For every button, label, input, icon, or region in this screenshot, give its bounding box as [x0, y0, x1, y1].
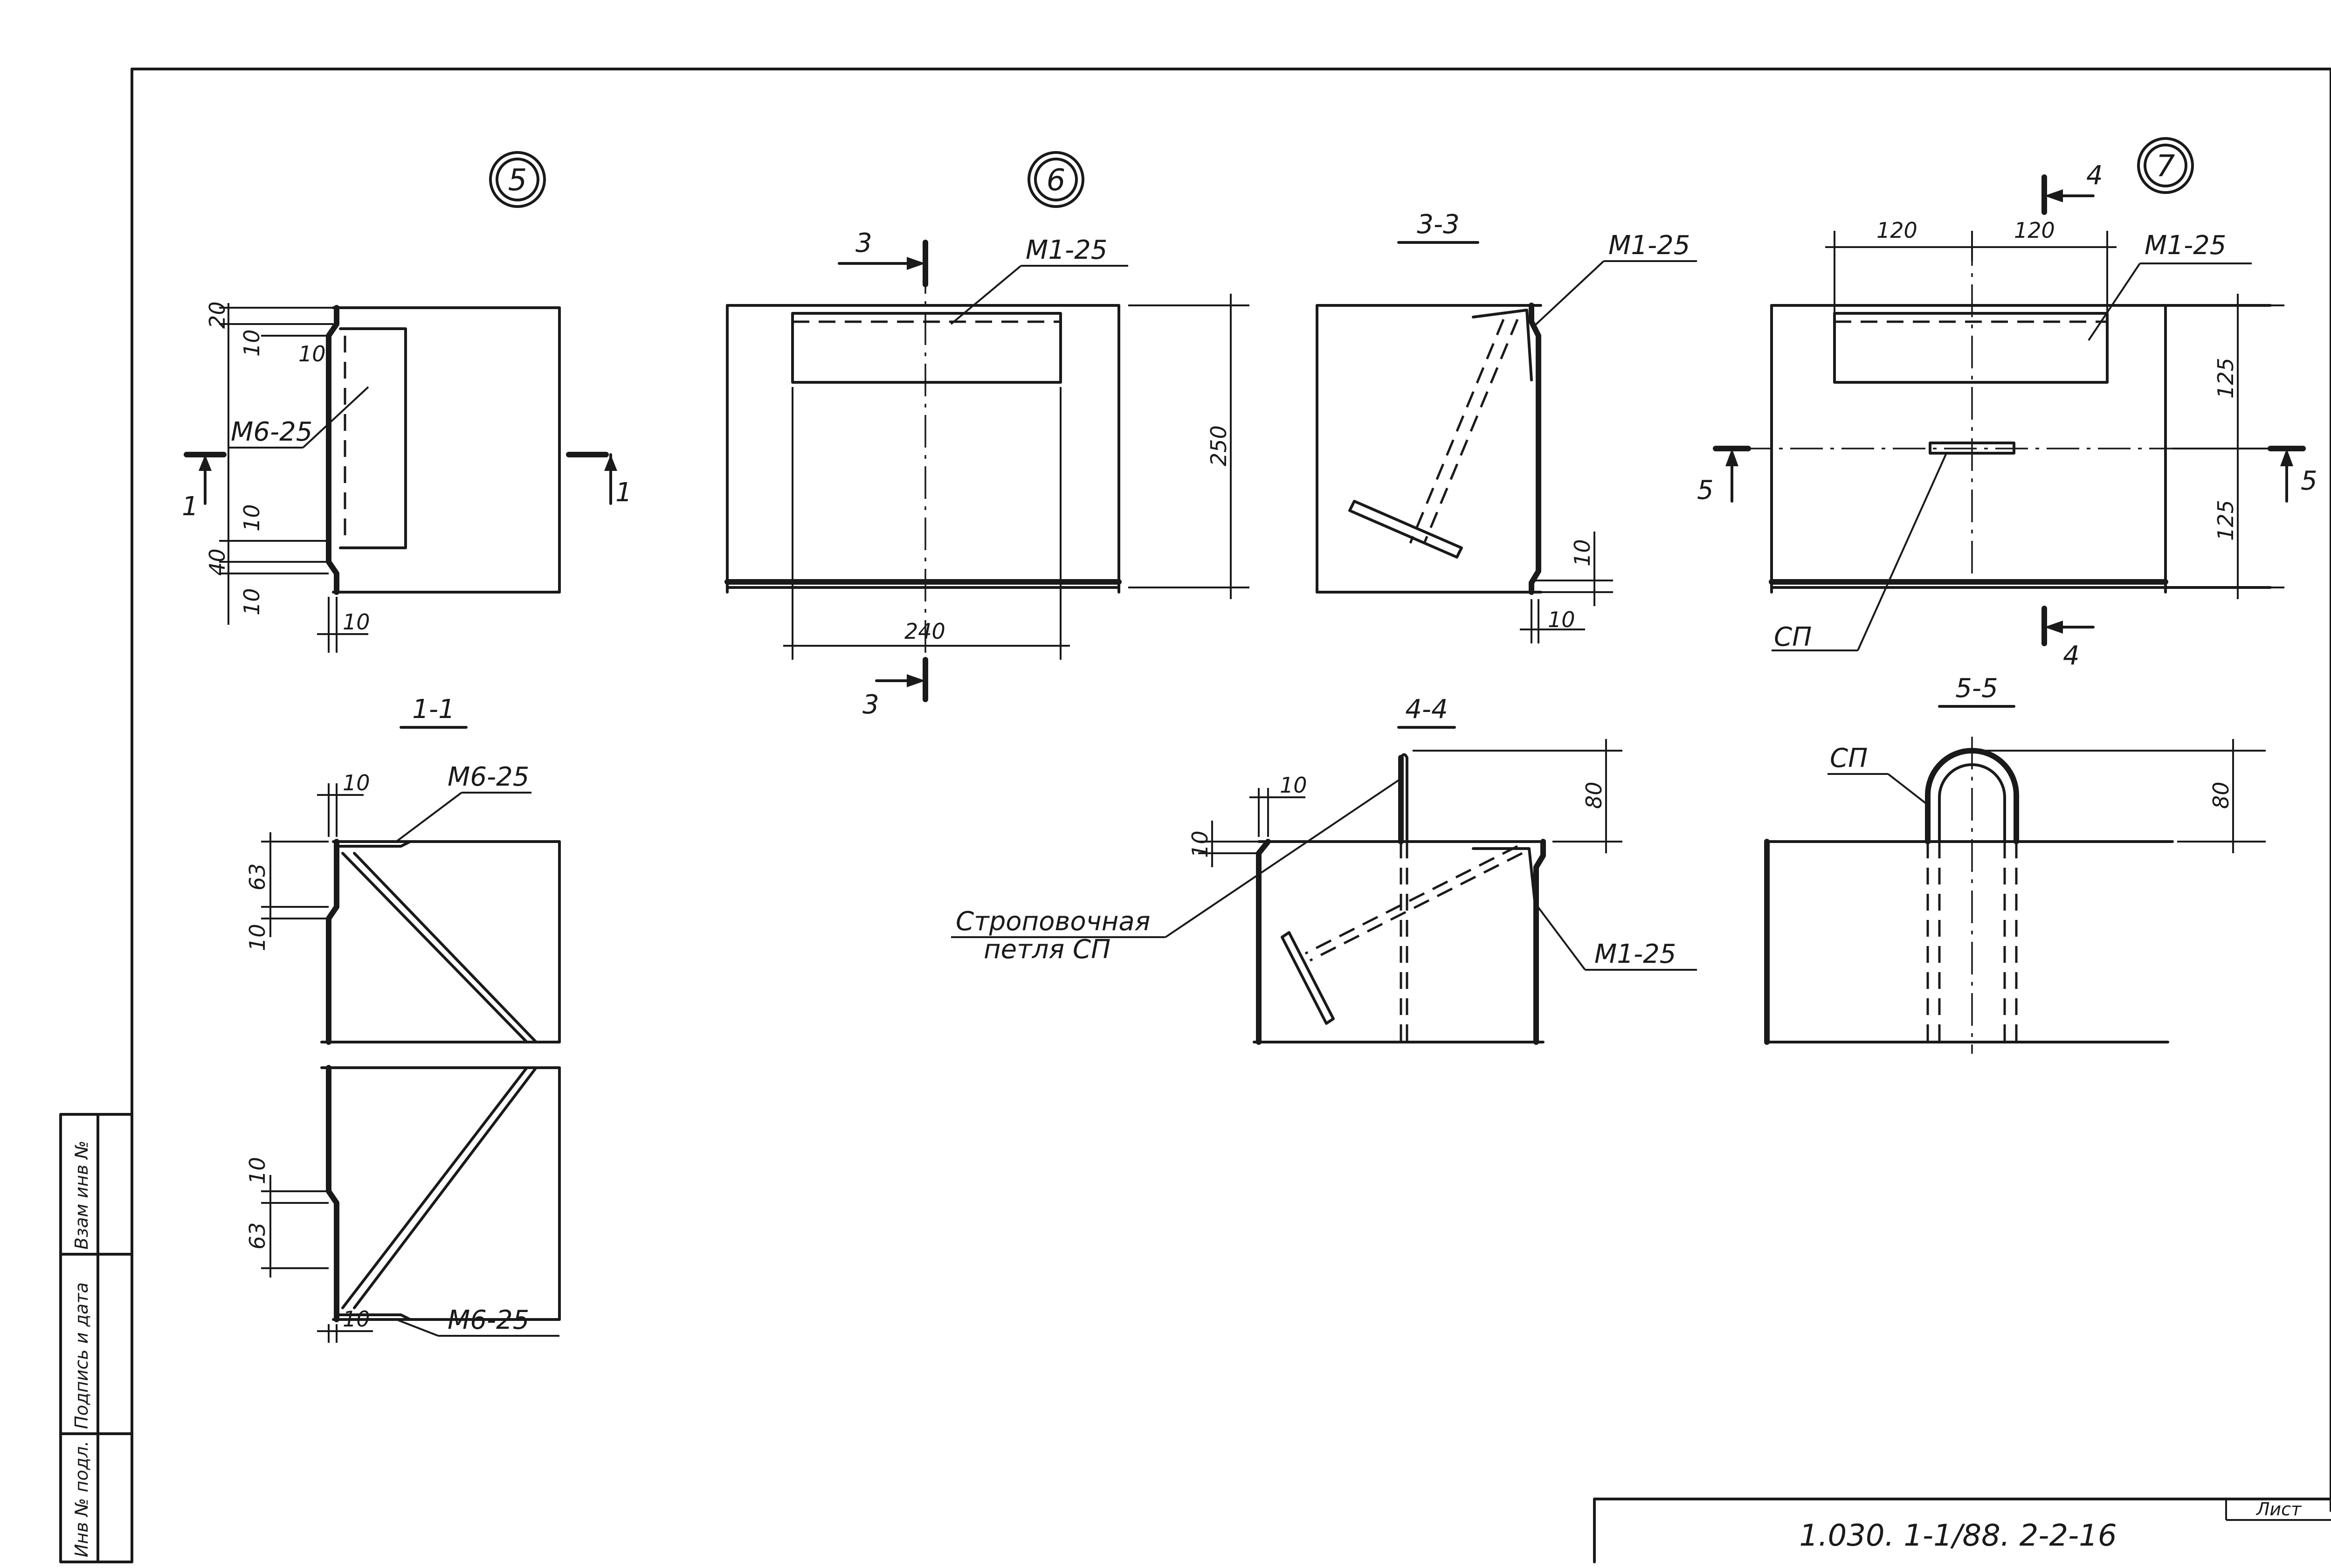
section-mark-3-top: 3	[855, 228, 872, 258]
sheet-frame	[131, 68, 2331, 1563]
stamp-vzam: Взам инв №	[71, 1140, 92, 1250]
s11-dim-10-bottom: 10	[343, 1306, 370, 1332]
s11-dim-10-top: 10	[343, 770, 370, 795]
n7-leader-m1: М1-25	[2145, 230, 2226, 261]
n7-dim-125-top: 125	[2213, 358, 2238, 399]
s11-leader-m6-top: М6-25	[448, 762, 529, 792]
s44-dim-80: 80	[1581, 781, 1607, 809]
s11-dim-63-bottom: 63	[245, 1222, 270, 1250]
n7-dim-125-bottom: 125	[2213, 500, 2238, 541]
s44-loop-label-1: Строповочная	[956, 906, 1150, 937]
sheet-code: 1.030. 1-1/88. 2-2-16	[1799, 1519, 2117, 1553]
s33-leader-m1: М1-25	[1608, 230, 1690, 261]
n5-dim-10b: 10	[298, 341, 326, 366]
node-6-number: 6	[1047, 163, 1066, 198]
section-1-1-view	[261, 726, 561, 1343]
n7-dim-120-right: 120	[2014, 218, 2055, 243]
section-5-5-view	[1764, 705, 2266, 1054]
n5-dim-20: 20	[205, 301, 230, 329]
n5-dim-10a: 10	[239, 329, 264, 357]
s11-leader-m6-bottom: М6-25	[448, 1305, 529, 1335]
s44-leader-m1: М1-25	[1594, 939, 1676, 969]
sheet-label: Лист	[2255, 1499, 2302, 1520]
s11-dim-10-mid: 10	[245, 924, 270, 951]
s55-dim-80: 80	[2208, 781, 2234, 809]
s33-dim-10b: 10	[1548, 607, 1575, 632]
n5-dim-10d: 10	[239, 588, 264, 615]
n5-dim-10e: 10	[343, 609, 370, 635]
s55-leader-sp: СП	[1830, 743, 1868, 774]
section-1-1-title: 1-1	[412, 694, 455, 725]
n6-dim-250: 250	[1206, 425, 1231, 466]
section-5-5-title: 5-5	[1955, 673, 1998, 704]
section-mark-5-left: 5	[1697, 475, 1714, 505]
s33-dim-10a: 10	[1570, 539, 1595, 566]
n7-dim-120-left: 120	[1876, 218, 1917, 243]
section-4-4-view	[951, 726, 1697, 1045]
n5-dim-10c: 10	[239, 504, 264, 532]
s44-dim-10-side: 10	[1187, 830, 1213, 858]
section-mark-1-right: 1	[615, 477, 632, 508]
node-5-view	[184, 151, 617, 653]
node-6-view	[724, 151, 1249, 702]
section-mark-1-left: 1	[182, 491, 199, 522]
stamp-inv-podl: Инв № подл.	[71, 1441, 92, 1557]
section-mark-3-bottom: 3	[862, 690, 879, 720]
stamp-podpis: Подпись и дата	[71, 1282, 92, 1429]
s44-loop-label-2: петля СП	[984, 934, 1110, 965]
stamp-strip	[59, 1113, 133, 1563]
section-3-3-title: 3-3	[1417, 209, 1459, 240]
s44-dim-10-top: 10	[1280, 773, 1307, 798]
n5-leader-m6: М6-25	[231, 417, 312, 447]
n7-leader-sp: СП	[1774, 622, 1812, 652]
section-mark-4-top: 4	[2086, 160, 2103, 191]
section-mark-4-bottom: 4	[2063, 641, 2080, 671]
n5-dim-40: 40	[205, 548, 230, 576]
section-3-3-view	[1316, 241, 1697, 643]
section-mark-5-right: 5	[2301, 466, 2317, 496]
node-5-number: 5	[508, 163, 527, 198]
s11-dim-10-lower: 10	[245, 1157, 270, 1184]
section-4-4-title: 4-4	[1405, 694, 1448, 725]
n6-leader-m1: М1-25	[1026, 235, 1107, 265]
node-7-number: 7	[2156, 149, 2175, 184]
node-7-view	[1713, 137, 2306, 651]
n6-dim-240: 240	[904, 619, 945, 644]
s11-dim-63-top: 63	[245, 863, 270, 891]
